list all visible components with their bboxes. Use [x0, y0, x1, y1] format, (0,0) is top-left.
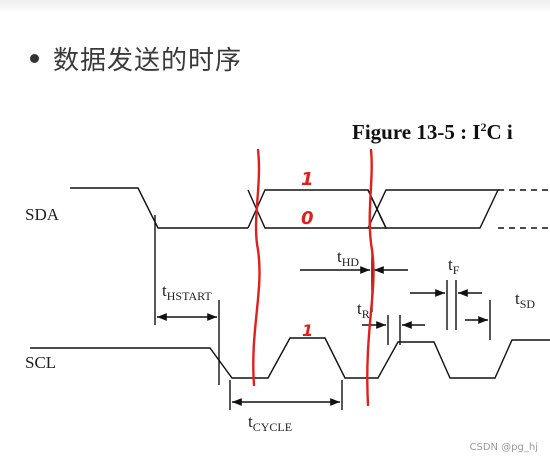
- bullet-dot: [30, 53, 39, 63]
- label-tr: tR: [357, 299, 370, 321]
- red-line-left: [252, 148, 261, 387]
- sda-continuation: [498, 189, 550, 229]
- sda-label: SDA: [25, 205, 60, 224]
- top-strip: [0, 0, 550, 14]
- label-tsd: tSD: [515, 289, 535, 311]
- label-tcycle: tCYCLE: [248, 412, 292, 434]
- bullet-heading: 数据发送的时序: [30, 38, 242, 78]
- annotation-scl-1: 1: [302, 321, 313, 340]
- red-line-right: [366, 148, 375, 407]
- label-tf: tF: [448, 255, 460, 277]
- label-thd: tHD: [337, 247, 359, 269]
- figure-title-suffix: C i: [486, 120, 513, 144]
- scl-waveform: [30, 337, 550, 379]
- annotation-sda-0: 0: [301, 208, 314, 229]
- annotation-sda-1: 1: [301, 169, 314, 190]
- sda-start-edge: [70, 187, 248, 229]
- bullet-text: 数据发送的时序: [53, 45, 243, 76]
- label-thstart: tHSTART: [162, 281, 212, 303]
- sda-data-bit-1: [247, 189, 388, 229]
- sda-data-bit-2: [367, 189, 500, 229]
- figure-title-prefix: Figure 13-5 : I: [352, 120, 481, 144]
- scl-label: SCL: [25, 353, 56, 372]
- watermark: CSDN @pg_hj: [469, 442, 538, 453]
- figure-title-sup: 2: [480, 120, 487, 134]
- figure-title: Figure 13-5 : I2C i: [352, 120, 513, 145]
